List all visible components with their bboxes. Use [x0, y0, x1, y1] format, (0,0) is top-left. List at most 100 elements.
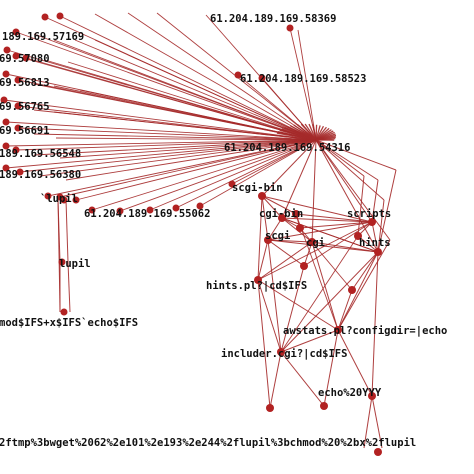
graph-edge [303, 221, 373, 267]
graph-edge [47, 139, 317, 197]
graph-edge [33, 133, 317, 141]
label-node: 69.56765 [0, 101, 50, 113]
graph-edge [119, 139, 317, 212]
graph-node [348, 286, 356, 294]
graph-edge [281, 217, 379, 253]
graph-edge [3, 99, 317, 141]
graph-edge [315, 139, 397, 171]
labels: 61.204.189.169.58369 189.169.57169 69.57… [0, 13, 447, 449]
graph-edge [74, 39, 317, 141]
label-node: 189.169.56380 [0, 169, 81, 181]
graph-edge [267, 239, 305, 267]
graph-edge [297, 29, 317, 141]
graph-edge [5, 121, 317, 141]
graph-node [196, 202, 204, 210]
graph-node [72, 196, 80, 204]
graph-node [12, 52, 20, 60]
graph-node [277, 348, 285, 356]
graph-edge [280, 329, 339, 353]
graph-edge [311, 241, 379, 253]
graph-edge [267, 239, 282, 353]
graph-edge [175, 139, 317, 209]
graph-node [254, 276, 262, 284]
graph-node [234, 71, 242, 79]
graph-edge [261, 195, 283, 219]
graph-edge [371, 395, 383, 449]
graph-node [0, 96, 8, 104]
graph-node [266, 404, 274, 412]
graph-edge [315, 139, 379, 253]
graph-edge [377, 199, 385, 253]
graph-node [296, 224, 304, 232]
graph-edge [199, 139, 317, 207]
label-node: cgi [306, 237, 325, 249]
graph-edge [257, 221, 373, 281]
graph-edge [91, 139, 317, 211]
graph-edge [25, 57, 317, 141]
graph-node [60, 196, 68, 204]
graph-edge [281, 139, 317, 219]
graph-edge [323, 329, 339, 407]
graph-edge [371, 221, 379, 253]
graph-edge [94, 39, 317, 141]
graph-node [3, 46, 11, 54]
graph-edge [299, 227, 353, 291]
label-node: 69.57080 [0, 53, 50, 65]
graph-edge [371, 251, 379, 397]
graph-node [334, 326, 342, 334]
graph-edge [269, 351, 282, 409]
label-node: `lupil [40, 193, 78, 205]
graph-edge [337, 251, 379, 331]
graph-node [60, 308, 68, 316]
graph-node [308, 238, 316, 246]
graph-edge [65, 199, 69, 263]
graph-edge [371, 179, 379, 223]
graph-edge [149, 139, 317, 211]
graph-edge [79, 89, 317, 141]
graph-node [228, 180, 236, 188]
graph-edge [19, 139, 317, 173]
graph-edge [257, 195, 263, 281]
graph-edge [5, 139, 317, 147]
label-node: 69.56813 [0, 77, 50, 89]
graph-node [368, 218, 376, 226]
graph-node [292, 210, 300, 218]
graph-edge [39, 139, 317, 177]
graph-node [12, 28, 20, 36]
graph-node [44, 192, 52, 200]
graph-edge [295, 213, 373, 223]
graph-edge [315, 139, 373, 223]
graph-node [41, 13, 49, 21]
label-node: scripts [347, 208, 391, 220]
label-node: awstats.pl?configdir=|echo [283, 325, 447, 337]
label-node: 189.169.57169 [2, 31, 84, 43]
graph-edge [67, 61, 317, 141]
graph-edge [303, 241, 313, 267]
graph-edge [33, 139, 317, 156]
graph-node [354, 232, 362, 240]
label-node: hints [359, 237, 391, 249]
graph-node [146, 206, 154, 214]
graph-edge [280, 251, 379, 353]
graph-edge [299, 221, 373, 229]
graph-node [88, 206, 96, 214]
graph-edge [231, 139, 317, 185]
graph-node [2, 70, 10, 78]
label-node: includer.cgi?|cd$IFS [221, 348, 347, 360]
label-node: 61.204.189.169.55062 [84, 208, 210, 220]
graph-edge [315, 139, 385, 201]
graph-node [2, 142, 10, 150]
graph-node [320, 402, 328, 410]
graph-edge [5, 139, 317, 169]
graph-edge [257, 239, 269, 281]
graph-edge [94, 13, 317, 141]
graph-edge [261, 195, 269, 241]
label-node: hints.pl?|cd$IFS [206, 280, 307, 292]
graph-edge [127, 12, 317, 141]
graph-edge [261, 195, 373, 223]
graph-edge [53, 39, 317, 141]
graph-edge [363, 395, 373, 449]
graph-edge [261, 195, 297, 215]
graph-edge [15, 31, 317, 141]
graph-node [116, 207, 124, 215]
